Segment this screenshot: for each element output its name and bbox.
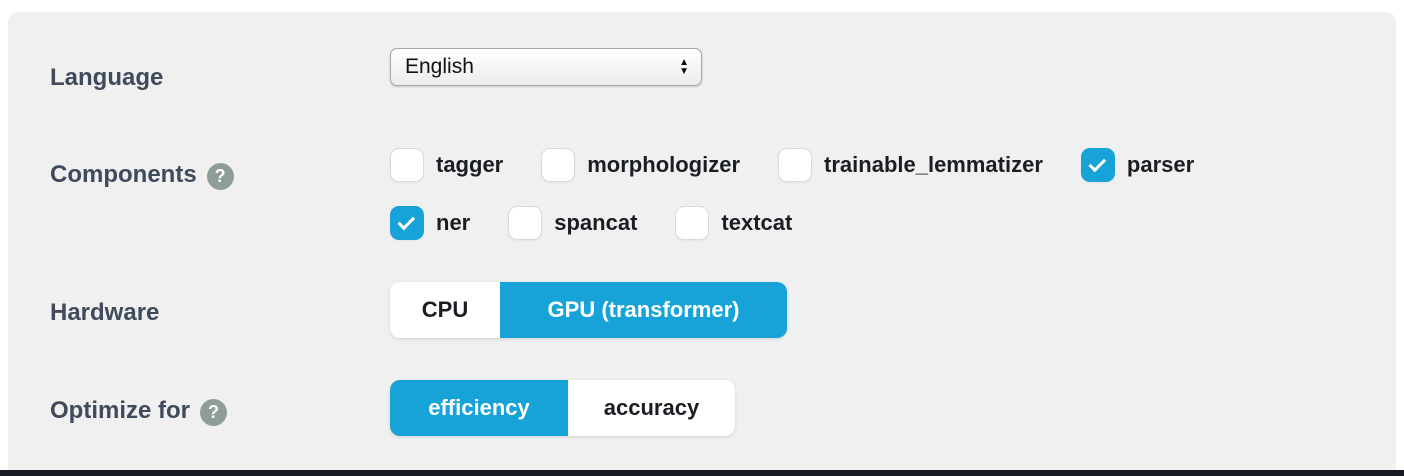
language-select-value: English [405,55,474,78]
checkbox-box[interactable] [778,148,813,182]
code-block-top-edge [0,470,1404,476]
checkbox-label: spancat [554,210,638,235]
optimize-option-efficiency[interactable]: efficiency [390,380,568,436]
checkbox-ner[interactable]: ner [390,206,470,240]
checkbox-label: trainable_lemmatizer [824,152,1043,177]
optimize-toggle: efficiency accuracy [390,380,735,436]
hardware-option-gpu-transformer[interactable]: GPU (transformer) [500,282,787,338]
checkbox-textcat[interactable]: textcat [675,206,792,240]
components-options-line-1: tagger morphologizer trainable_lemmatize… [390,148,1194,182]
optimize-label: Optimize for ? [50,380,390,426]
checkbox-box[interactable] [675,206,710,240]
language-row: Language English ▲ ▼ [50,48,1396,92]
components-label-text: Components [50,161,197,188]
select-arrows-icon: ▲ ▼ [679,57,689,77]
components-label: Components ? [50,148,390,190]
optimize-row: Optimize for ? efficiency accuracy [50,380,1396,436]
checkbox-label: ner [436,210,471,235]
hardware-option-cpu[interactable]: CPU [390,282,500,338]
checkmark-icon [397,212,416,230]
hardware-row: Hardware CPU GPU (transformer) [50,282,1396,338]
language-label-text: Language [50,64,164,91]
checkmark-icon [1088,154,1107,172]
components-options: tagger morphologizer trainable_lemmatize… [390,148,1194,240]
language-select[interactable]: English ▲ ▼ [390,48,702,86]
checkbox-trainable-lemmatizer[interactable]: trainable_lemmatizer [778,148,1043,182]
checkbox-parser[interactable]: parser [1080,148,1195,182]
hardware-label: Hardware [50,282,390,327]
optimize-option-accuracy[interactable]: accuracy [568,380,735,436]
checkbox-label: morphologizer [587,152,741,177]
checkbox-box[interactable] [390,206,424,240]
arrow-down-icon: ▼ [679,66,689,77]
checkbox-box[interactable] [508,206,543,240]
checkbox-box[interactable] [1080,148,1115,182]
hardware-label-text: Hardware [50,299,160,326]
checkbox-spancat[interactable]: spancat [508,206,637,240]
checkbox-box[interactable] [390,148,424,182]
hardware-toggle: CPU GPU (transformer) [390,282,787,338]
help-icon[interactable]: ? [200,399,228,426]
checkbox-box[interactable] [541,148,576,182]
arrow-up-icon: ▲ [679,57,689,68]
checkbox-morphologizer[interactable]: morphologizer [541,148,740,182]
checkbox-label: tagger [436,152,504,177]
components-options-line-2: ner spancat textcat [390,206,1194,240]
language-label: Language [50,48,390,92]
checkbox-tagger[interactable]: tagger [390,148,503,182]
help-icon[interactable]: ? [206,163,234,190]
checkbox-label: parser [1126,152,1195,177]
components-row: Components ? tagger morphologizer traina… [50,148,1396,240]
quickstart-config-panel: Language English ▲ ▼ Components ? tagger [8,12,1396,476]
optimize-label-text: Optimize for [50,397,191,424]
checkbox-label: textcat [721,210,793,235]
